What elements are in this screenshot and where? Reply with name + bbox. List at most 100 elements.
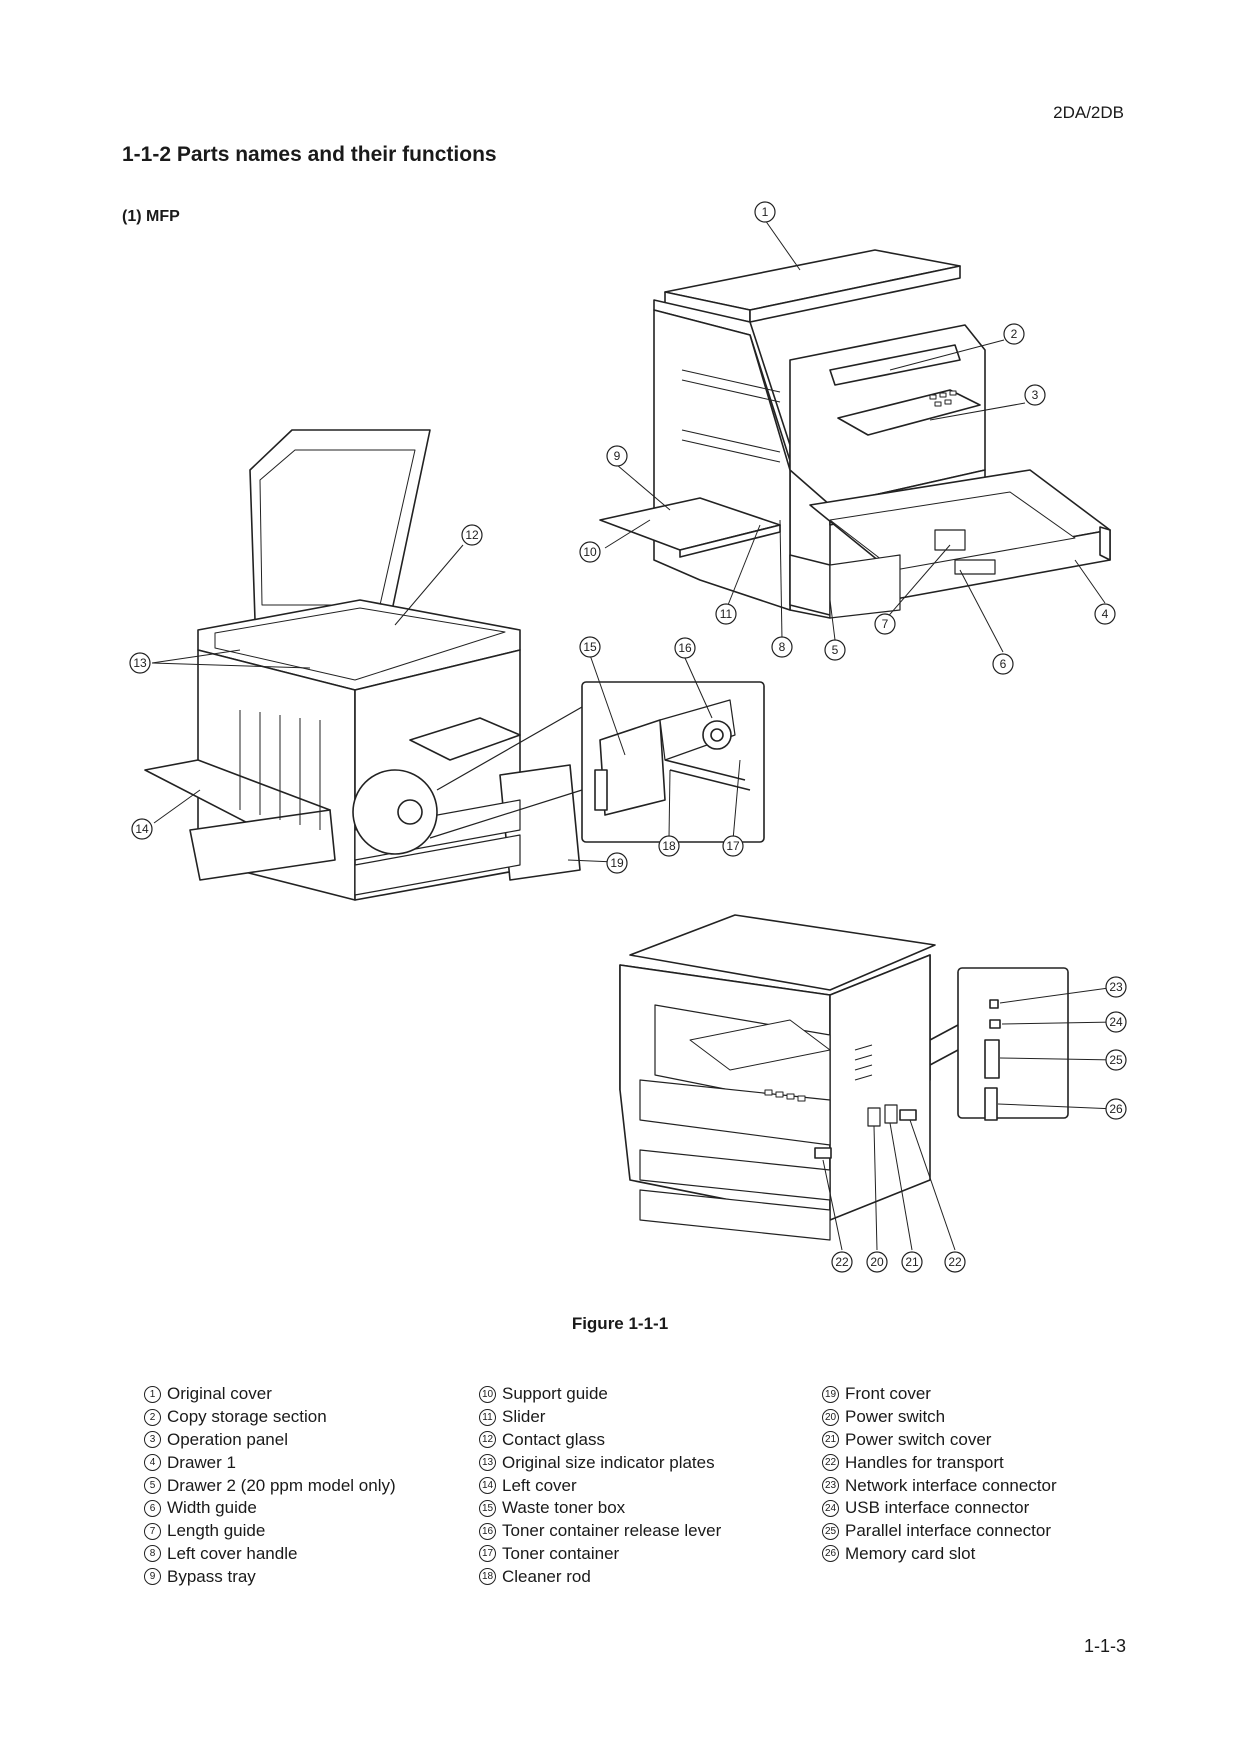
legend-item: 12 Contact glass bbox=[479, 1429, 822, 1452]
legend-number: 23 bbox=[822, 1477, 839, 1495]
callout-13: 13 bbox=[129, 652, 151, 674]
callout-19: 19 bbox=[606, 852, 628, 874]
legend-label: Toner container bbox=[502, 1543, 620, 1563]
legend-item: 20 Power switch bbox=[822, 1406, 1057, 1429]
svg-text:2: 2 bbox=[1011, 327, 1018, 341]
legend-item: 15 Waste toner box bbox=[479, 1497, 822, 1520]
callout-8: 8 bbox=[771, 636, 793, 658]
legend-label: Power switch bbox=[845, 1407, 946, 1427]
legend-number: 20 bbox=[822, 1408, 839, 1426]
legend-label: Original size indicator plates bbox=[502, 1452, 715, 1472]
svg-text:1: 1 bbox=[762, 205, 769, 219]
callout-17: 17 bbox=[722, 835, 744, 857]
callout-25: 25 bbox=[1105, 1049, 1127, 1071]
leader-lines bbox=[151, 219, 1117, 1251]
legend-number: 7 bbox=[144, 1522, 161, 1540]
mfp-illustration: 1 2 3 4 5 6 7 8 9 10 11 12 13 14 15 16 1… bbox=[129, 201, 1127, 1273]
svg-text:21: 21 bbox=[905, 1255, 919, 1269]
callout-3: 3 bbox=[1024, 384, 1046, 406]
mfp-parts-figure: 1 2 3 4 5 6 7 8 9 10 11 12 13 14 15 16 1… bbox=[129, 201, 1127, 1273]
section-title: 1-1-2 Parts names and their functions bbox=[122, 143, 497, 166]
legend-label: Handles for transport bbox=[845, 1452, 1004, 1472]
page-number: 1-1-3 bbox=[1083, 1636, 1126, 1656]
svg-text:5: 5 bbox=[832, 643, 839, 657]
document-code: 2DA/2DB bbox=[1053, 103, 1124, 122]
legend-label: Left cover handle bbox=[167, 1543, 298, 1563]
svg-text:22: 22 bbox=[948, 1255, 962, 1269]
svg-text:19: 19 bbox=[610, 856, 624, 870]
legend-number: 12 bbox=[479, 1431, 496, 1449]
legend-number: 26 bbox=[822, 1545, 839, 1563]
legend-number: 15 bbox=[479, 1499, 496, 1517]
legend-item: 10 Support guide bbox=[479, 1383, 822, 1406]
svg-text:3: 3 bbox=[1032, 388, 1039, 402]
callout-6: 6 bbox=[992, 653, 1014, 675]
callout-24: 24 bbox=[1105, 1011, 1127, 1033]
mfp-open-covers-view bbox=[144, 429, 583, 901]
callout-14: 14 bbox=[131, 818, 153, 840]
legend-number: 24 bbox=[822, 1499, 839, 1517]
legend-label: Power switch cover bbox=[845, 1429, 992, 1449]
legend-item: 2 Copy storage section bbox=[144, 1406, 479, 1429]
legend-label: Width guide bbox=[167, 1498, 257, 1518]
svg-text:4: 4 bbox=[1102, 607, 1109, 621]
legend-label: Contact glass bbox=[502, 1429, 605, 1449]
legend-label: Length guide bbox=[167, 1521, 266, 1541]
svg-text:7: 7 bbox=[882, 617, 889, 631]
legend-number: 2 bbox=[144, 1408, 161, 1426]
svg-text:10: 10 bbox=[583, 545, 597, 559]
callout-7: 7 bbox=[874, 613, 896, 635]
legend-label: Support guide bbox=[502, 1384, 608, 1404]
callout-22-right: 22 bbox=[944, 1251, 966, 1273]
legend-label: Waste toner box bbox=[502, 1498, 626, 1518]
legend-label: Parallel interface connector bbox=[845, 1521, 1052, 1541]
subsection-title: (1) MFP bbox=[122, 208, 180, 225]
legend-label: Bypass tray bbox=[167, 1566, 256, 1586]
legend-label: Toner container release lever bbox=[502, 1521, 722, 1541]
svg-text:16: 16 bbox=[678, 641, 692, 655]
callout-22-left: 22 bbox=[831, 1251, 853, 1273]
svg-text:26: 26 bbox=[1109, 1102, 1123, 1116]
svg-text:18: 18 bbox=[662, 839, 676, 853]
legend-number: 10 bbox=[479, 1385, 496, 1403]
legend-item: 8 Left cover handle bbox=[144, 1543, 479, 1566]
legend-number: 18 bbox=[479, 1568, 496, 1586]
svg-text:20: 20 bbox=[870, 1255, 884, 1269]
legend-number: 6 bbox=[144, 1499, 161, 1517]
legend-number: 8 bbox=[144, 1545, 161, 1563]
svg-text:6: 6 bbox=[1000, 657, 1007, 671]
legend-label: Left cover bbox=[502, 1475, 577, 1495]
svg-text:24: 24 bbox=[1109, 1015, 1123, 1029]
svg-text:11: 11 bbox=[720, 607, 733, 621]
figure-caption: Figure 1-1-1 bbox=[571, 1314, 669, 1333]
toner-detail-inset bbox=[581, 681, 765, 843]
legend-item: 6 Width guide bbox=[144, 1497, 479, 1520]
legend-label: Copy storage section bbox=[167, 1407, 327, 1427]
svg-text:9: 9 bbox=[614, 449, 621, 463]
callout-23: 23 bbox=[1105, 976, 1127, 998]
legend-number: 1 bbox=[144, 1385, 161, 1403]
legend-number: 17 bbox=[479, 1545, 496, 1563]
svg-text:8: 8 bbox=[779, 640, 786, 654]
callout-21: 21 bbox=[901, 1251, 923, 1273]
legend-item: 17 Toner container bbox=[479, 1543, 822, 1566]
svg-text:15: 15 bbox=[583, 640, 597, 654]
svg-text:13: 13 bbox=[133, 656, 147, 670]
legend-number: 19 bbox=[822, 1385, 839, 1403]
legend-number: 22 bbox=[822, 1454, 839, 1472]
mfp-rear-right-view bbox=[619, 914, 1069, 1241]
svg-text:23: 23 bbox=[1109, 980, 1123, 994]
